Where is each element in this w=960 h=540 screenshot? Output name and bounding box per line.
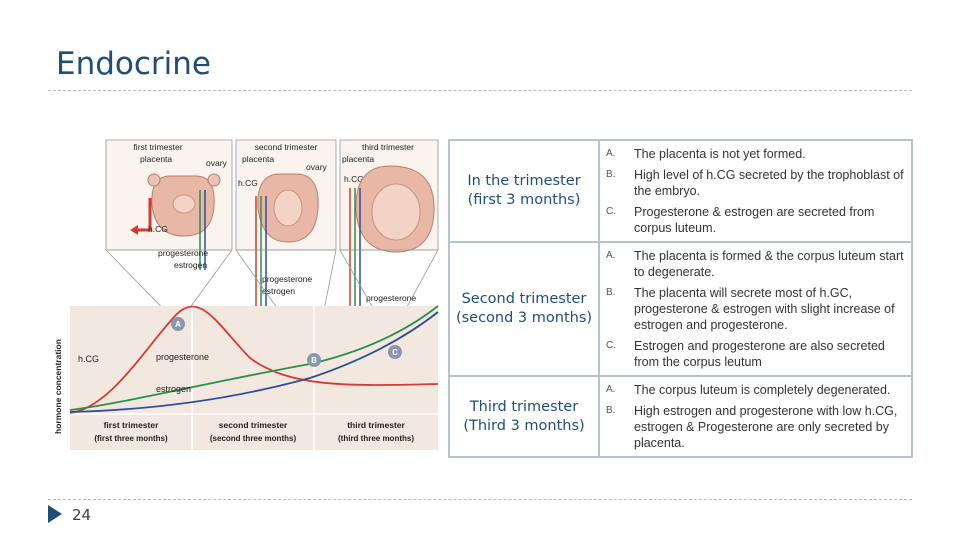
- row-label-first: In the trimester (first 3 months): [448, 139, 600, 243]
- estrogen-curve: [69, 311, 439, 413]
- item-letter: B.: [606, 405, 616, 416]
- item-letter: A.: [606, 384, 616, 395]
- item-letter: A.: [606, 148, 616, 159]
- marker-b-label: B: [311, 356, 317, 365]
- first-trimester-panel: first trimester placenta ovary h.CG prog…: [105, 139, 233, 270]
- second-trimester-panel: second trimester placenta ovary h.CG pro…: [235, 139, 337, 310]
- chart-label-hcg: h.CG: [78, 354, 99, 364]
- trimester-table: In the trimester (first 3 months) A. The …: [448, 139, 913, 458]
- item-letter: B.: [606, 169, 616, 180]
- x-sub-second: (second three months): [210, 434, 297, 443]
- label-placenta-3: placenta: [342, 154, 374, 164]
- item-text: Estrogen and progesterone are also secre…: [634, 339, 885, 369]
- label-progesterone-1: progesterone: [158, 248, 208, 258]
- item-letter: B.: [606, 287, 616, 298]
- hormone-chart: hormone concentration h.CG progesterone …: [53, 305, 439, 450]
- list-item: A. The corpus luteum is completely degene…: [600, 382, 911, 398]
- x-sub-third: (third three months): [338, 434, 414, 443]
- label-ovary-1: ovary: [206, 158, 228, 168]
- list-item: B. High level of h.CG secreted by the tro…: [600, 167, 911, 199]
- table-row: Third trimester (Third 3 months) A. The c…: [448, 375, 913, 458]
- hormone-figure: first trimester placenta ovary h.CG prog…: [50, 138, 440, 453]
- label-third-trimester: third trimester: [362, 142, 414, 152]
- chart-label-estrogen: estrogen: [156, 384, 191, 394]
- table-row: Second trimester (second 3 months) A. The…: [448, 241, 913, 377]
- label-progesterone-3: progesterone: [366, 293, 416, 303]
- label-hcg-1: h.CG: [148, 224, 168, 234]
- slide-title: Endocrine: [56, 46, 211, 82]
- label-hcg-2: h.CG: [238, 178, 258, 188]
- item-text: The placenta is not yet formed.: [634, 147, 806, 161]
- hcg-curve: [69, 305, 439, 414]
- list-item: B. The placenta will secrete most of h.GC…: [600, 285, 911, 333]
- chart-label-progesterone: progesterone: [156, 352, 209, 362]
- label-hcg-3: h.CG: [344, 174, 364, 184]
- y-axis-label: hormone concentration: [53, 339, 63, 434]
- marker-c: [388, 345, 402, 359]
- item-letter: A.: [606, 250, 616, 261]
- row-label-third: Third trimester (Third 3 months): [448, 375, 600, 458]
- list-item: C. Estrogen and progesterone are also sec…: [600, 338, 911, 370]
- list-item: B. High estrogen and progesterone with lo…: [600, 403, 911, 451]
- x-sub-first: (first three months): [94, 434, 168, 443]
- table-row: In the trimester (first 3 months) A. The …: [448, 139, 913, 243]
- marker-b: [307, 353, 321, 367]
- list-item: C. Progesterone & estrogen are secreted f…: [600, 204, 911, 236]
- third-trimester-panel: third trimester placenta h.CG progestero…: [339, 139, 439, 318]
- label-estrogen-1: estrogen: [174, 260, 207, 270]
- item-letter: C.: [606, 340, 616, 351]
- item-text: The placenta will secrete most of h.GC, …: [634, 286, 895, 332]
- row-label-second: Second trimester (second 3 months): [448, 241, 600, 377]
- x-label-first: first trimester: [104, 420, 159, 430]
- arrow-right-icon: [48, 505, 62, 523]
- x-label-third: third trimester: [347, 420, 405, 430]
- footer-divider: [48, 499, 912, 500]
- label-first-trimester: first trimester: [133, 142, 182, 152]
- list-item: A. The placenta is formed & the corpus lu…: [600, 248, 911, 280]
- label-placenta-1: placenta: [140, 154, 172, 164]
- progesterone-curve: [69, 305, 439, 411]
- label-second-trimester: second trimester: [255, 142, 318, 152]
- page-number: 24: [72, 506, 92, 524]
- item-text: The placenta is formed & the corpus lute…: [634, 249, 904, 279]
- row-items-third: A. The corpus luteum is completely degene…: [598, 375, 913, 458]
- item-letter: C.: [606, 206, 616, 217]
- item-text: Progesterone & estrogen are secreted fro…: [634, 205, 875, 235]
- marker-a: [171, 317, 185, 331]
- item-text: High estrogen and progesterone with low …: [634, 404, 898, 450]
- item-text: The corpus luteum is completely degenera…: [634, 383, 891, 397]
- marker-a-label: A: [175, 320, 181, 329]
- row-items-first: A. The placenta is not yet formed. B. High…: [598, 139, 913, 243]
- label-progesterone-2: progesterone: [262, 274, 312, 284]
- marker-c-label: C: [392, 348, 398, 357]
- list-item: A. The placenta is not yet formed.: [600, 146, 911, 162]
- label-estrogen-2: estrogen: [262, 286, 295, 296]
- title-divider: [48, 90, 912, 91]
- row-items-second: A. The placenta is formed & the corpus lu…: [598, 241, 913, 377]
- label-placenta-2: placenta: [242, 154, 274, 164]
- x-label-second: second trimester: [219, 420, 288, 430]
- item-text: High level of h.CG secreted by the troph…: [634, 168, 904, 198]
- label-ovary-2: ovary: [306, 162, 328, 172]
